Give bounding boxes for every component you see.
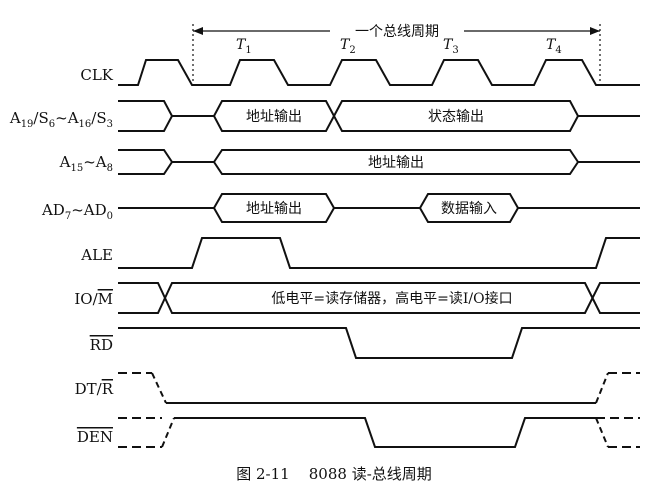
signal-label-ale: ALE — [80, 246, 113, 264]
signal-label-ad7-ad0: AD7~AD0 — [41, 201, 113, 222]
a15-a8-waveform — [118, 149, 640, 175]
io-m-note: 低电平=读存储器，高电平=读I/O接口 — [271, 290, 512, 307]
signal-label-den: DEN — [77, 428, 113, 446]
a19-s3-waveform — [118, 100, 640, 132]
dt-r-waveform — [118, 372, 640, 404]
a15-address-label: 地址输出 — [368, 155, 424, 171]
phase-label-t4: T4 — [546, 37, 562, 56]
bus-cycle-title: 一个总线周期 — [355, 24, 439, 40]
ad-data-label: 数据输入 — [441, 201, 497, 217]
signal-label-dt-r: DT/R — [75, 380, 114, 398]
phase-label-t2: T2 — [340, 37, 356, 56]
ad-address-label: 地址输出 — [246, 201, 302, 217]
phase-label-t1: T1 — [236, 37, 252, 56]
a19-status-label: 状态输出 — [428, 109, 484, 125]
rd-waveform — [118, 327, 640, 359]
signal-label-rd: RD — [90, 336, 113, 354]
signal-label-a19-s6-a16-s3: A19/S6~A16/S3 — [9, 109, 113, 130]
figure-caption: 图 2-11 8088 读-总线周期 — [236, 465, 432, 483]
ad7-ad0-waveform — [118, 193, 640, 223]
phase-labels: T1 T2 T3 T4 — [236, 37, 562, 56]
bus-cycle-span: 一个总线周期 — [192, 22, 601, 88]
ale-waveform — [118, 237, 640, 269]
a19-address-label: 地址输出 — [246, 109, 302, 125]
den-waveform — [118, 417, 640, 448]
signal-label-io-m: IO/M — [74, 290, 113, 308]
phase-label-t3: T3 — [443, 37, 459, 56]
io-m-waveform — [118, 282, 640, 314]
signal-label-a15-a8: A15~A8 — [59, 153, 113, 174]
signal-label-clk: CLK — [80, 66, 113, 84]
clk-waveform — [118, 59, 640, 86]
